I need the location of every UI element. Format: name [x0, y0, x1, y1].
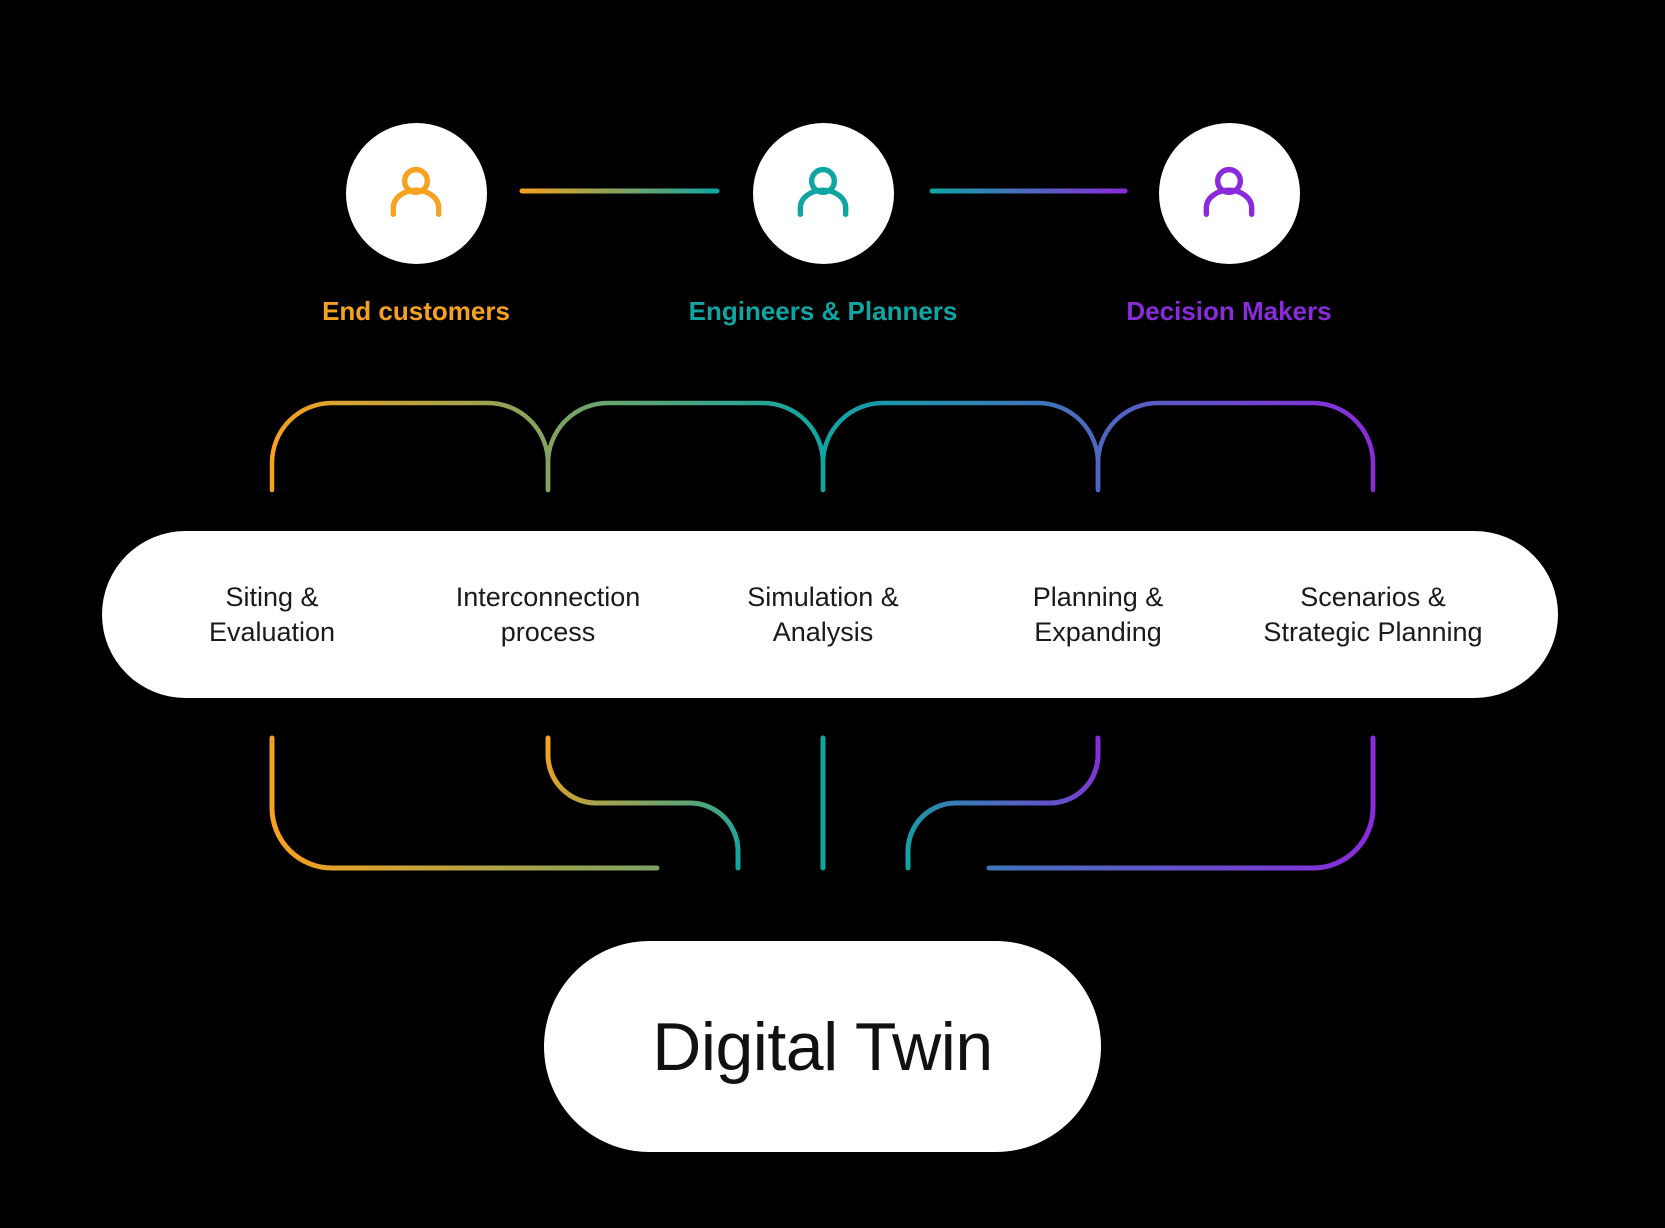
- arch-simulation-planning: [820, 400, 1101, 493]
- digital-twin-pill: Digital Twin: [544, 941, 1101, 1152]
- flow-line-interconnection: [545, 735, 741, 871]
- capability-planning: Planning & Expanding: [1033, 531, 1164, 698]
- actor-node-end-customers: [345, 122, 487, 264]
- capability-label-line: Scenarios &: [1300, 581, 1446, 612]
- actor-node-engineers-planners: [752, 122, 894, 264]
- capability-label-line: Expanding: [1034, 616, 1162, 647]
- capability-label-line: Planning &: [1032, 581, 1164, 612]
- arch-interconnection-simulation: [545, 400, 826, 493]
- flow-line-siting: [269, 735, 660, 871]
- actor-label-end-customers: End customers: [322, 296, 510, 326]
- actor-label-engineers-planners: Engineers & Planners: [688, 296, 958, 326]
- person-icon: [797, 166, 849, 217]
- capability-label-line: process: [500, 616, 596, 647]
- capability-label-line: Interconnection: [455, 581, 641, 612]
- capability-label-line: Evaluation: [208, 616, 336, 647]
- person-icon: [1203, 166, 1255, 217]
- flow-line-planning: [905, 735, 1101, 871]
- actor-label-decision-makers: Decision Makers: [1126, 296, 1332, 326]
- flow-line-scenarios: [986, 735, 1376, 871]
- capability-label-line: Analysis: [772, 616, 874, 647]
- capability-label-line: Simulation &: [747, 581, 899, 612]
- actor-node-decision-makers: [1158, 122, 1300, 264]
- capability-label-line: Strategic Planning: [1263, 616, 1483, 647]
- capabilities-pill: [102, 531, 1558, 698]
- capability-scenarios: Scenarios & Strategic Planning: [1263, 531, 1482, 698]
- capability-interconnection: Interconnection process: [456, 531, 641, 698]
- digital-twin-label: Digital Twin: [652, 1008, 993, 1085]
- arch-siting-interconnection: [269, 400, 551, 493]
- capability-siting: Siting & Evaluation: [209, 531, 335, 698]
- capability-simulation: Simulation & Analysis: [747, 531, 899, 698]
- arch-planning-scenarios: [1095, 400, 1376, 493]
- capability-label-line: Siting &: [225, 581, 319, 612]
- person-icon: [390, 166, 442, 217]
